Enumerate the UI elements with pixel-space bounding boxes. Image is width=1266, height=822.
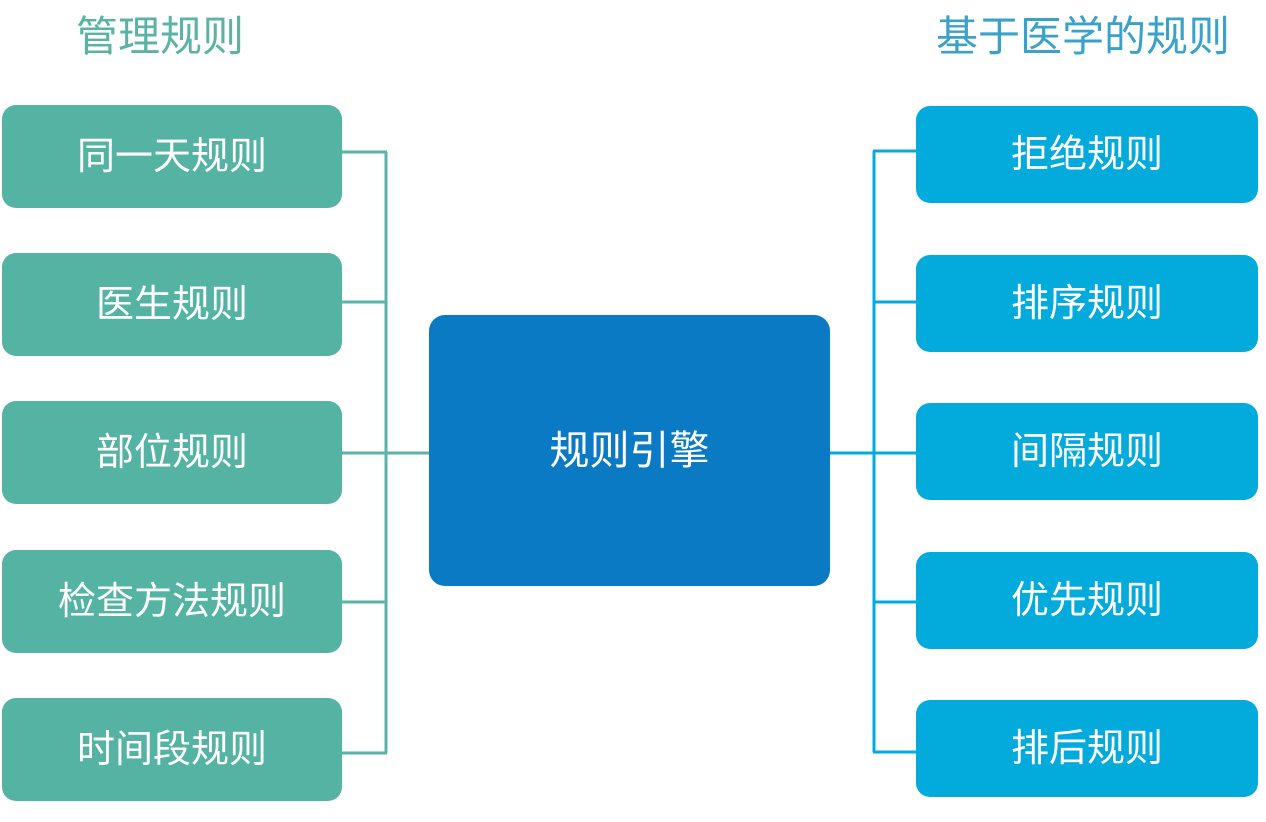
node-medical-sort-rule[interactable]: 排序规则: [916, 255, 1258, 352]
node-admin-time-slot-rule[interactable]: 时间段规则: [2, 698, 342, 801]
node-admin-exam-method-rule[interactable]: 检查方法规则: [2, 550, 342, 653]
left-group-header: 管理规则: [76, 13, 245, 60]
right-group-header: 基于医学的规则: [936, 13, 1231, 60]
node-medical-interval-rule[interactable]: 间隔规则: [916, 403, 1258, 500]
node-medical-reject-rule[interactable]: 拒绝规则: [916, 106, 1258, 203]
node-medical-priority-rule[interactable]: 优先规则: [916, 552, 1258, 649]
node-admin-doctor-rule[interactable]: 医生规则: [2, 253, 342, 356]
node-admin-same-day-rule[interactable]: 同一天规则: [2, 105, 342, 208]
node-admin-body-part-rule[interactable]: 部位规则: [2, 401, 342, 504]
node-medical-postpone-rule[interactable]: 排后规则: [916, 700, 1258, 797]
node-center-rule-engine[interactable]: 规则引擎: [429, 315, 830, 586]
